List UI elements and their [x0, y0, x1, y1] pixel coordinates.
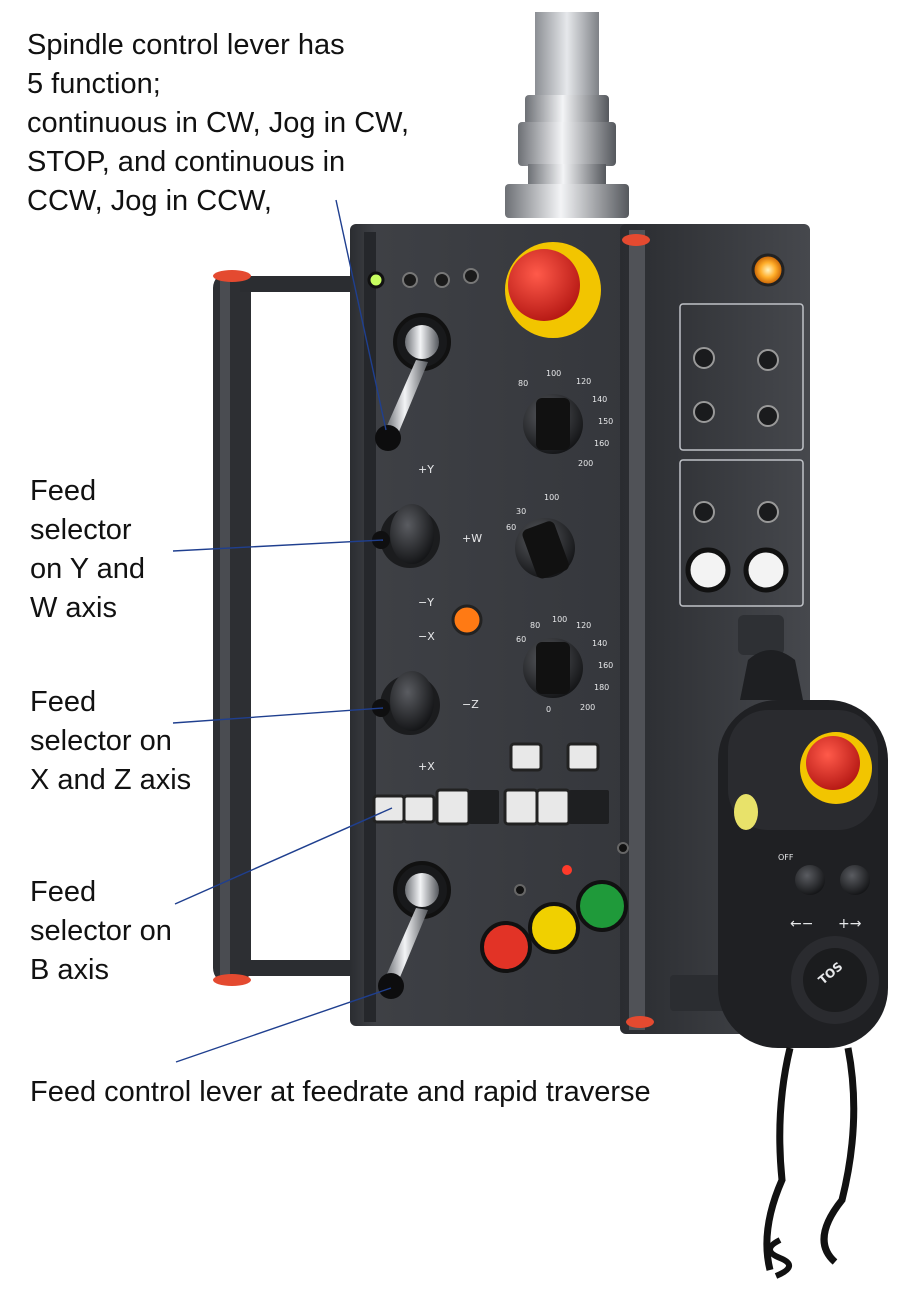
spindle-speed-override-dial	[523, 394, 583, 454]
feed-b-annotation-line: B axis	[30, 954, 109, 986]
x-minus-mark: −X	[418, 630, 435, 643]
y-plus-mark: +Y	[418, 463, 434, 476]
feed-b-annotation-line: Feed	[30, 876, 97, 908]
emergency-stop-button	[505, 242, 601, 338]
dial1-tick: 100	[546, 369, 561, 378]
leader-lines	[172, 199, 393, 1063]
dial2-tick: 60	[506, 523, 516, 532]
orange-push-button	[451, 604, 483, 636]
dial2-tick: 100	[544, 493, 559, 502]
panel-marks: +Y +W −Y −X −Z +X 80 100 120 140 150 160…	[418, 369, 862, 987]
coolant-switch-group	[679, 303, 804, 451]
chip-conveyor-switch-group	[679, 459, 804, 607]
dial1-tick: 120	[576, 377, 591, 386]
cycle-buttons	[480, 842, 629, 973]
rapid-override-dial	[515, 518, 575, 579]
dial1-tick: 160	[594, 439, 609, 448]
yw-feed-selector-joystick	[372, 504, 440, 568]
dial1-tick: 150	[598, 417, 613, 426]
feed-b-annotation-line: selector on	[30, 915, 172, 947]
feed-xz-annotation-line: X and Z axis	[30, 764, 192, 796]
feed-yw-annotation-line: W axis	[30, 592, 117, 624]
xz-feed-selector-joystick	[372, 671, 440, 735]
leader-line-spindle	[335, 199, 387, 431]
dial3-tick: 180	[594, 683, 609, 692]
handheld-pendant	[718, 615, 888, 1279]
dial1-tick: 200	[578, 459, 593, 468]
pendant-plus-label: +→	[838, 916, 862, 932]
cable-hose	[505, 12, 629, 218]
dial1-tick: 80	[518, 379, 528, 388]
feed-override-dial	[523, 638, 583, 698]
status-leds	[367, 268, 479, 289]
feed-xz-annotation-line: selector on	[30, 725, 172, 757]
spindle-annotation-line: CCW, Jog in CCW,	[27, 185, 272, 217]
z-minus-mark: −Z	[462, 698, 479, 711]
leader-line-feed-yw	[172, 539, 384, 552]
dial3-tick: 0	[546, 705, 551, 714]
spindle-annotation-line: continuous in CW, Jog in CW,	[27, 107, 409, 139]
dial3-tick: 160	[598, 661, 613, 670]
feed-yw-annotation-line: Feed	[30, 475, 97, 507]
pendant-off-label: OFF	[778, 853, 794, 862]
dial1-tick: 140	[592, 395, 607, 404]
spindle-annotation-line: STOP, and continuous in	[27, 146, 346, 178]
spindle-control-lever	[375, 313, 451, 451]
pendant-minus-label: ←−	[790, 916, 813, 932]
leader-line-feed-xz	[172, 707, 384, 724]
feed-control-lever-annotation: Feed control lever at feedrate and rapid…	[30, 1076, 651, 1108]
dial3-tick: 80	[530, 621, 540, 630]
feed-yw-annotation-line: on Y and	[30, 553, 146, 585]
y-minus-mark: −Y	[418, 596, 434, 609]
feed-control-lever	[378, 861, 451, 999]
spindle-annotation-line: Spindle control lever has	[27, 29, 345, 61]
dial3-tick: 60	[516, 635, 526, 644]
dial3-tick: 140	[592, 639, 607, 648]
feed-selector-b-annotation: Feed selector on B axis	[30, 873, 172, 990]
feed-yw-annotation-line: selector	[30, 514, 132, 546]
feed-xz-annotation-line: Feed	[30, 686, 97, 718]
spindle-annotation-line: 5 function;	[27, 68, 161, 100]
leader-line-feed-b	[174, 807, 393, 905]
feed-selector-yw-annotation: Feed selector on Y and W axis	[30, 472, 145, 628]
feed-selector-xz-annotation: Feed selector on X and Z axis	[30, 683, 191, 800]
square-push-buttons	[372, 742, 609, 826]
dial3-tick: 120	[576, 621, 591, 630]
spindle-lever-annotation: Spindle control lever has 5 function; co…	[27, 26, 409, 221]
dial3-tick: 100	[552, 615, 567, 624]
indicator-lamp	[751, 253, 785, 287]
w-plus-mark: +W	[462, 532, 482, 545]
dial2-tick: 30	[516, 507, 526, 516]
dial3-tick: 200	[580, 703, 595, 712]
grab-handle	[213, 270, 380, 986]
x-plus-mark: +X	[418, 760, 435, 773]
leader-line-feed-lever	[175, 987, 392, 1063]
